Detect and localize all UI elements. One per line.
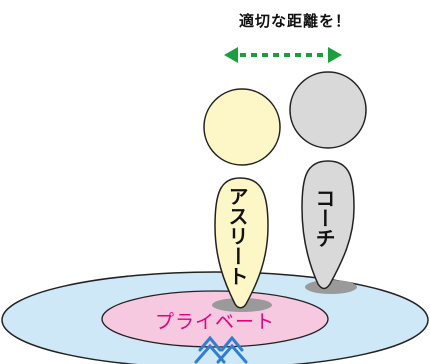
wave-marks xyxy=(194,335,248,364)
athlete-body xyxy=(214,177,269,309)
athlete-head xyxy=(203,88,281,166)
coach-label: コーチ xyxy=(312,188,336,248)
private-zone-label: プライベート xyxy=(155,311,275,333)
coach-head xyxy=(289,71,367,149)
distance-arrow xyxy=(224,47,342,63)
athlete-label: アスリート xyxy=(225,186,249,286)
coach-body xyxy=(301,160,355,290)
diagram-title: 適切な距離を！ xyxy=(238,12,351,30)
